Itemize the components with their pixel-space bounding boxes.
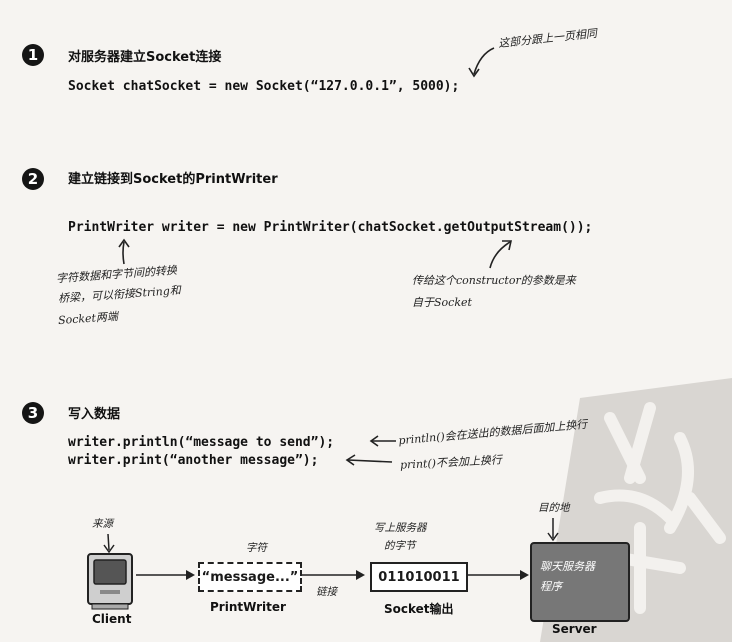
step-2-right-arrow <box>489 240 512 269</box>
server-caption-arrow <box>547 518 559 542</box>
chain-label: 链接 <box>316 586 337 598</box>
step-1-title: 对服务器建立Socket连接 <box>68 50 222 65</box>
step-3-arrow-2 <box>345 454 393 466</box>
step-2-right-note-line-1: 传给这个constructor的参数是来 <box>412 274 576 287</box>
step-3-arrow-1 <box>369 435 396 447</box>
step-1-annotation: 这部分跟上一页相同 <box>497 26 598 51</box>
printwriter-box-text: “message...” <box>201 569 299 585</box>
step-3-code-line-1: writer.println(“message to send”); <box>68 435 335 450</box>
socket-bytes-box: 011010011 <box>370 562 468 592</box>
client-computer-icon <box>87 553 133 610</box>
step-1-code: Socket chatSocket = new Socket(“127.0.0.… <box>68 79 460 94</box>
client-to-writer-arrow <box>136 570 195 580</box>
step-2-left-note-line-3: Socket两端 <box>57 309 119 328</box>
step-2-right-note-line-2: 自于Socket <box>412 296 472 309</box>
step-2-badge: 2 <box>22 168 44 190</box>
server-box-line-2: 程序 <box>540 580 562 593</box>
writer-caption: 字符 <box>246 542 267 554</box>
step-2-left-note-line-2: 桥梁，可以衔接String和 <box>57 283 182 306</box>
step-2-title: 建立链接到Socket的PrintWriter <box>68 172 278 187</box>
bytes-caption-line-1: 写上服务器 <box>374 522 427 534</box>
server-box-line-1: 聊天服务器 <box>540 560 595 573</box>
step-1-arrow <box>468 47 495 78</box>
client-caption: 来源 <box>92 518 113 530</box>
bytes-caption-line-2: 的字节 <box>384 540 416 552</box>
step-1-badge: 1 <box>22 44 44 66</box>
printwriter-label: PrintWriter <box>210 600 286 614</box>
step-2-code: PrintWriter writer = new PrintWriter(cha… <box>68 220 593 235</box>
step-3-code-line-2: writer.print(“another message”); <box>68 453 319 468</box>
client-caption-arrow <box>103 533 115 554</box>
step-2-left-arrow <box>118 238 130 265</box>
client-label: Client <box>92 612 132 626</box>
socket-to-server-arrow <box>468 570 529 580</box>
step-3-note-2: print()不会加上换行 <box>399 453 503 472</box>
socket-bytes-text: 011010011 <box>378 569 460 585</box>
socket-output-label: Socket输出 <box>384 602 454 616</box>
server-box: 聊天服务器 程序 <box>530 542 630 622</box>
server-label: Server <box>552 622 597 636</box>
server-caption: 目的地 <box>538 502 570 514</box>
printwriter-box: “message...” <box>198 562 302 592</box>
step-3-title: 写入数据 <box>68 407 121 422</box>
writer-to-socket-arrow <box>302 570 365 580</box>
step-3-badge: 3 <box>22 402 44 424</box>
